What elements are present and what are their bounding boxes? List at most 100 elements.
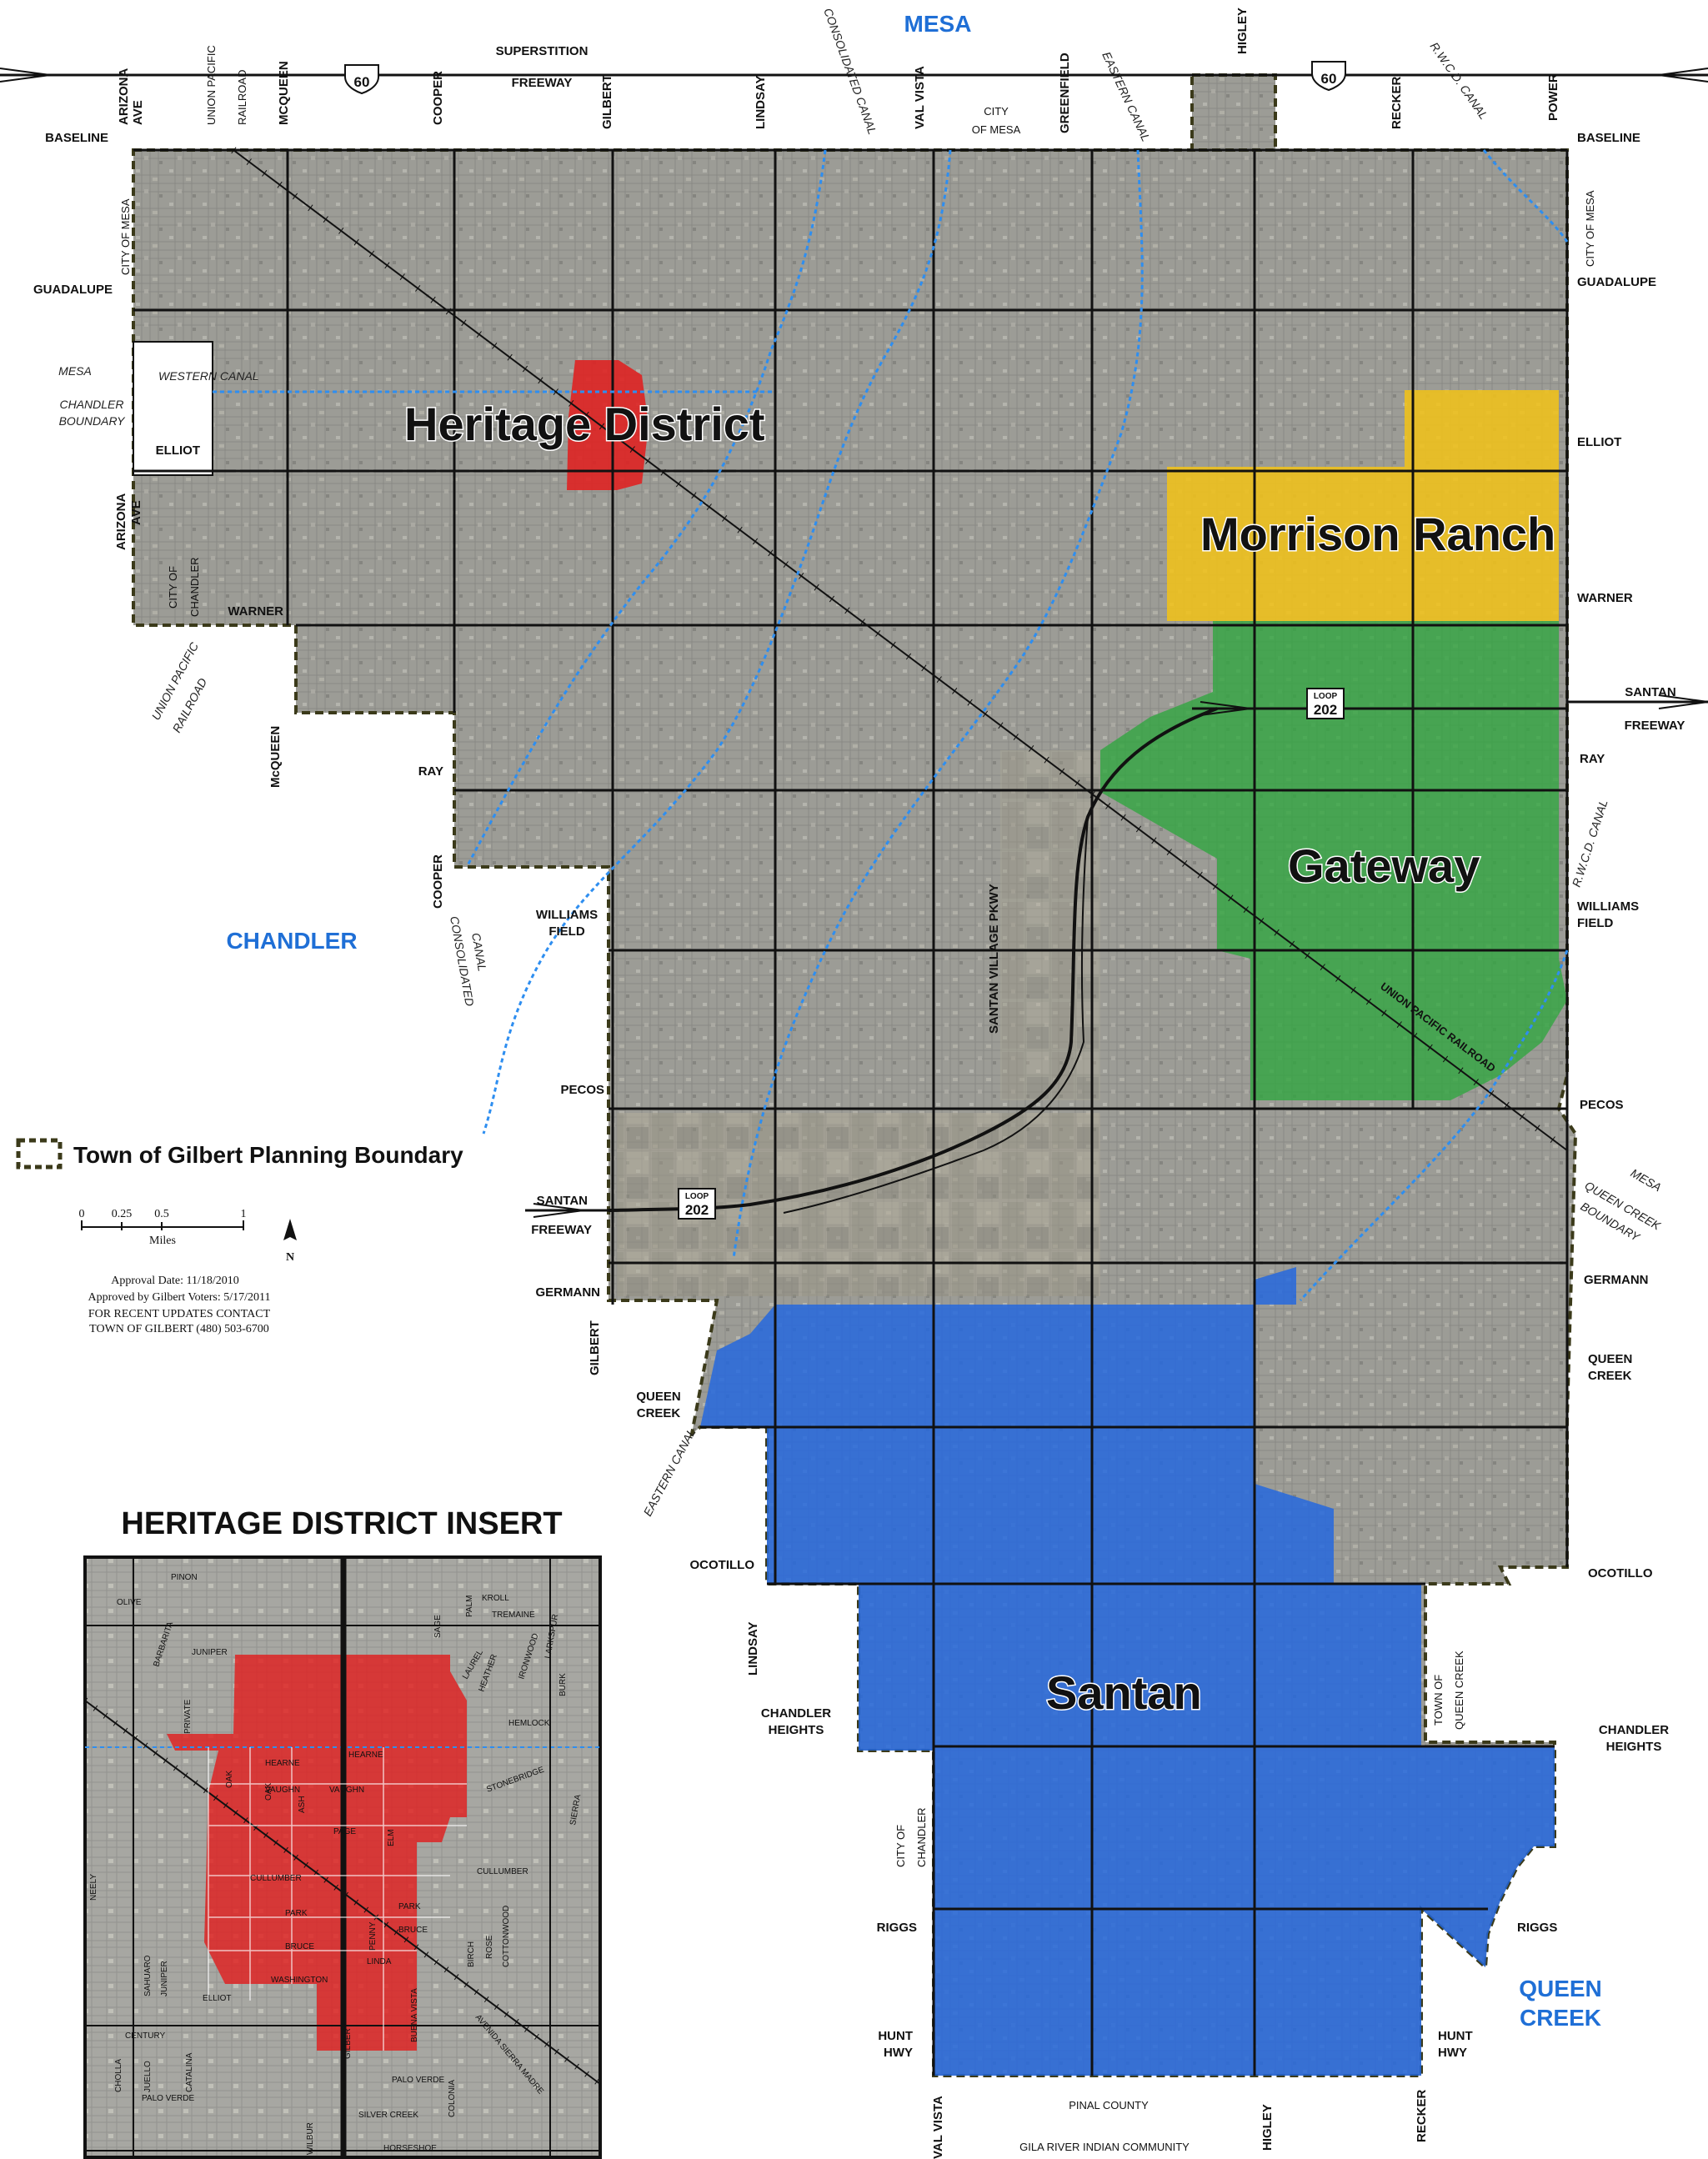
right-labels-santan-2-label: FREEWAY bbox=[1625, 719, 1685, 733]
bottom-labels-recker-label: RECKER bbox=[1415, 2089, 1429, 2142]
left-labels-ocotillo-label: OCOTILLO bbox=[690, 1558, 755, 1572]
inset-streets-23-label: KROLL bbox=[482, 1594, 509, 1603]
legend-scale-ticks-0-label: 0 bbox=[79, 1208, 85, 1220]
loop202-shield-right: LOOP 202 bbox=[1306, 688, 1345, 719]
inset-streets-11-label: LINDA bbox=[367, 1957, 392, 1966]
left-labels-williams-2-label: FIELD bbox=[548, 924, 584, 939]
legend: Town of Gilbert Planning Boundary 0 0.25… bbox=[16, 1138, 463, 1335]
right-labels-rwcd-canal-label: R.W.C.D. CANAL bbox=[1570, 798, 1610, 889]
bottom-labels: VAL VISTA PINAL COUNTY HIGLEY RECKER GIL… bbox=[931, 2089, 1429, 2159]
left-labels-germann-label: GERMANN bbox=[536, 1285, 601, 1300]
left-labels-mcqueen-label: McQUEEN bbox=[268, 726, 283, 788]
inset-streets-9-label: PARK bbox=[398, 1902, 421, 1911]
legend-contact-1-label: FOR RECENT UPDATES CONTACT bbox=[88, 1308, 271, 1320]
top-labels-cooper-label: COOPER bbox=[431, 71, 445, 125]
top-labels-eastern-canal-label: EASTERN CANAL bbox=[1099, 50, 1153, 144]
union-pacific-railroad bbox=[231, 147, 1570, 1154]
legend-scale-unit-label: Miles bbox=[149, 1235, 176, 1247]
inset-streets-27-label: BURK bbox=[558, 1673, 568, 1696]
right-labels-riggs-label: RIGGS bbox=[1517, 1921, 1557, 1935]
inset-streets-5-label: HEARNE bbox=[348, 1751, 383, 1760]
right-labels-ray-label: RAY bbox=[1580, 752, 1605, 766]
left-labels-city-of-chandler-2-label: CHANDLER bbox=[188, 557, 201, 617]
canals bbox=[213, 149, 1569, 1302]
us60-shield-left: 60 bbox=[344, 64, 379, 95]
inset-streets-16-label: SILVER CREEK bbox=[358, 2111, 418, 2120]
right-labels-baseline-label: BASELINE bbox=[1577, 131, 1640, 145]
left-labels-arizona-ave-1-label: ARIZONA bbox=[114, 493, 128, 550]
loop-text: LOOP bbox=[1314, 692, 1338, 701]
left-labels-queen-creek-2-label: CREEK bbox=[637, 1406, 681, 1420]
top-labels-higley-label: HIGLEY bbox=[1235, 8, 1250, 54]
inset-streets-6-label: VAUGHN bbox=[329, 1786, 364, 1795]
right-labels-mesa-qc-1-label: MESA bbox=[1629, 1166, 1664, 1195]
inset-streets-40-label: SAHUARO bbox=[143, 1955, 153, 1996]
inset-streets-22-label: PALM bbox=[465, 1595, 474, 1618]
left-labels-lindsay-label: LINDSAY bbox=[746, 1622, 760, 1676]
inset-streets-35-label: ROSE bbox=[485, 1935, 494, 1959]
top-labels-power-label: POWER bbox=[1546, 73, 1560, 121]
us60-shield-right: 60 bbox=[1311, 61, 1346, 92]
right-labels-chandler-heights-1-label: CHANDLER bbox=[1599, 1723, 1669, 1737]
inset-streets-0-label: PINON bbox=[171, 1573, 198, 1582]
legend-approval-date-label: Approval Date: 11/18/2010 bbox=[111, 1275, 238, 1287]
inset-streets-17-label: HORSESHOE bbox=[383, 2144, 437, 2153]
right-labels-ocotillo-label: OCOTILLO bbox=[1588, 1566, 1653, 1580]
inset-streets-8-label: CULLUMBER bbox=[250, 1874, 302, 1883]
inset-streets-2-label: JUNIPER bbox=[192, 1648, 228, 1657]
inset-streets-18-label: OAK bbox=[264, 1783, 273, 1801]
inset-streets-41-label: JUNIPER bbox=[160, 1961, 169, 1996]
left-labels-cooper-label: COOPER bbox=[431, 854, 445, 909]
legend-contact-2-label: TOWN OF GILBERT (480) 503-6700 bbox=[89, 1323, 269, 1335]
right-labels-queen-creek-2-label: CREEK bbox=[1588, 1369, 1632, 1383]
left-labels-arizona-ave-2-label: AVE bbox=[129, 500, 143, 525]
inset-streets-18-label: OAK bbox=[225, 1771, 234, 1788]
santan-label: Santan bbox=[1046, 1666, 1202, 1719]
loop202-shield-center: LOOP 202 bbox=[678, 1188, 716, 1220]
inset-streets-10-label: BRUCE bbox=[285, 1942, 314, 1951]
inset-streets-47-label: WILBUR bbox=[306, 2122, 315, 2155]
inset-streets-6-label: VAUGHN bbox=[265, 1786, 300, 1795]
freeways bbox=[0, 68, 1708, 1218]
top-labels-city-of-mesa-2-label: OF MESA bbox=[972, 123, 1021, 136]
right-labels-hunt-2-label: HWY bbox=[1438, 2046, 1467, 2060]
morrison-ranch-label: Morrison Ranch bbox=[1200, 508, 1555, 560]
left-labels-mesa-label: MESA bbox=[58, 364, 92, 378]
top-labels-rwcd-canal-label: R.W.C.D. CANAL bbox=[1428, 40, 1491, 123]
mesa-city-label: MESA bbox=[904, 11, 972, 37]
inset-streets-36-label: PENNY bbox=[368, 1921, 378, 1951]
inset-streets-46-label: COLONIA bbox=[448, 2080, 457, 2117]
left-labels-chandler-boundary-2-label: BOUNDARY bbox=[59, 414, 126, 428]
queen-creek-city-label-1: QUEEN bbox=[1519, 1976, 1602, 2001]
inset-streets-20-label: ELM bbox=[387, 1829, 396, 1846]
top-labels-superstition-label: SUPERSTITION bbox=[496, 44, 589, 58]
mesa-chandler-pocket bbox=[133, 341, 213, 476]
inset-streets-34-label: COTTONWOOD bbox=[502, 1906, 511, 1967]
santan-village-pkwy-label: SANTAN VILLAGE PKWY bbox=[987, 884, 1001, 1034]
right-labels-warner-label: WARNER bbox=[1577, 591, 1633, 605]
boundary-legend-label: Town of Gilbert Planning Boundary bbox=[73, 1142, 463, 1168]
right-labels-williams-2-label: FIELD bbox=[1577, 916, 1613, 930]
gateway-label: Gateway bbox=[1288, 839, 1480, 892]
top-labels-union-pacific-2-label: RAILROAD bbox=[236, 70, 248, 125]
north-arrow: N bbox=[283, 1219, 297, 1264]
top-labels-mcqueen-label: MCQUEEN bbox=[277, 61, 291, 125]
boundary-swatch bbox=[16, 1138, 63, 1170]
inset-streets-21-label: SAGE bbox=[433, 1615, 443, 1638]
us60-number: 60 bbox=[354, 74, 370, 90]
top-labels-city-of-mesa-1-label: CITY bbox=[984, 105, 1009, 118]
inset-streets-15-label: PALO VERDE bbox=[392, 2076, 444, 2085]
inset-streets-19-label: ASH bbox=[298, 1796, 307, 1813]
left-labels-city-of-chandler-1-label: CITY OF bbox=[167, 566, 179, 609]
inset-streets-45-label: NEELY bbox=[89, 1874, 98, 1901]
bottom-labels-pinal-county-label: PINAL COUNTY bbox=[1069, 2099, 1149, 2111]
inset-streets-13-label: ELLIOT bbox=[203, 1994, 231, 2003]
legend-scale-ticks-3-label: 1 bbox=[241, 1208, 247, 1220]
chandler-city-label: CHANDLER bbox=[226, 928, 357, 954]
ag-fields-2 bbox=[1000, 750, 1100, 1100]
left-labels-riggs-label: RIGGS bbox=[877, 1921, 917, 1935]
top-labels-greenfield-label: GREENFIELD bbox=[1058, 53, 1072, 133]
loop-number-center: 202 bbox=[685, 1202, 709, 1218]
left-labels-pecos-label: PECOS bbox=[560, 1083, 604, 1097]
